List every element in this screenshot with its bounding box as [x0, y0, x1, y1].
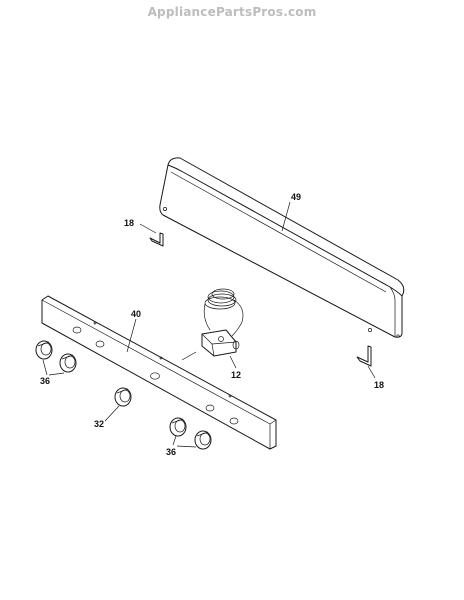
callout-36-left: 36	[40, 376, 50, 386]
knob-left-1	[35, 340, 53, 360]
bracket-right-part	[356, 345, 376, 379]
callout-18-left: 18	[124, 218, 134, 228]
backguard-part	[159, 157, 405, 338]
callout-12: 12	[231, 370, 241, 380]
callout-49: 49	[291, 192, 301, 202]
bracket-left-part	[139, 223, 164, 247]
control-panel-part	[41, 295, 277, 450]
callout-32: 32	[94, 419, 104, 429]
watermark: AppliancePartsPros.com	[147, 5, 317, 19]
callout-40: 40	[131, 309, 141, 319]
knob-right-1	[169, 417, 187, 437]
knob-center	[114, 387, 132, 407]
callout-36-right: 36	[166, 447, 176, 457]
callout-18-right: 18	[374, 380, 384, 390]
knob-right-2	[194, 430, 212, 450]
valve-thermostat-part	[181, 288, 244, 369]
knob-left-2	[59, 353, 77, 373]
